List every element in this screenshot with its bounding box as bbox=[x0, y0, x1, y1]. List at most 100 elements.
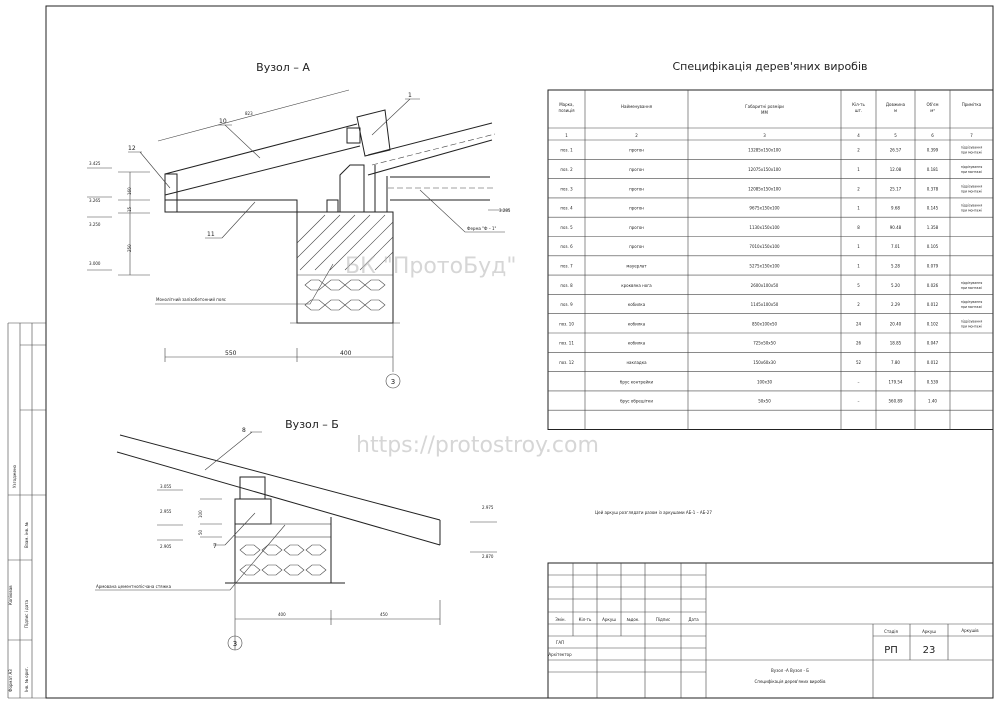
spec-cell: 2600x100x50 bbox=[751, 283, 779, 288]
spec-cell: 2 bbox=[857, 302, 860, 307]
spec-cell: 7.80 bbox=[891, 360, 900, 365]
spec-cell: прогон bbox=[629, 244, 644, 249]
spec-cell: 0.012 bbox=[927, 360, 939, 365]
drawing-title-2: Специфікація дерев'яних виробів bbox=[755, 679, 827, 684]
dim-15: 15 bbox=[127, 206, 132, 212]
format-label: Формат А3 bbox=[8, 669, 13, 692]
spec-cell: 5275x150x100 bbox=[749, 263, 780, 268]
spec-cell: брус контрейки bbox=[620, 379, 654, 384]
spec-cell: кобилка bbox=[628, 302, 646, 307]
spec-cell: 0.026 bbox=[927, 283, 939, 288]
spec-cell: 1145x100x50 bbox=[751, 302, 779, 307]
spec-cell: 0.181 bbox=[927, 167, 939, 172]
level-3000: 3.000 bbox=[89, 261, 101, 266]
label-pos-11: 11 bbox=[207, 231, 215, 238]
spec-cell: 0.047 bbox=[927, 341, 939, 346]
axis-3-b: 3 bbox=[233, 640, 237, 648]
role-gap: ГАП bbox=[556, 640, 564, 645]
spec-cell: поз. 3 bbox=[560, 186, 573, 191]
title-block-col-label: №док. bbox=[626, 617, 639, 622]
spec-cell: прогон bbox=[629, 148, 644, 153]
spec-cell: 25.17 bbox=[890, 186, 902, 191]
spec-cell: 2.29 bbox=[891, 302, 900, 307]
spec-cell: поз. 6 bbox=[560, 244, 573, 249]
spec-row: поз. 3 прогон 12085x150x100 2 25.17 0.378 підр… bbox=[560, 184, 982, 193]
spec-cell: 100x30 bbox=[757, 379, 773, 384]
plate-11 bbox=[164, 199, 298, 213]
spec-cell: 1 bbox=[857, 206, 860, 211]
sheet-value: 23 bbox=[923, 645, 936, 656]
spec-cell: 1130x150x100 bbox=[749, 225, 780, 230]
agreed-label: Узгоджено bbox=[12, 464, 17, 488]
spec-cell: 1.40 bbox=[928, 399, 937, 404]
spec-col-number: 6 bbox=[931, 133, 934, 138]
level-2870: 2.870 bbox=[482, 554, 494, 559]
purlin-1 bbox=[356, 109, 391, 157]
truss-label: Ферма "Ф – 1" bbox=[467, 226, 497, 231]
spec-cell: 1 bbox=[857, 244, 860, 249]
spec-cell: 0.012 bbox=[927, 302, 939, 307]
spec-cell: прогон bbox=[629, 225, 644, 230]
spec-cell: кобилка bbox=[628, 341, 646, 346]
spec-cell: поз. 11 bbox=[559, 341, 574, 346]
dim-100: 100 bbox=[198, 510, 203, 518]
spec-col-number: 5 bbox=[894, 133, 897, 138]
spec-cell: 179.54 bbox=[889, 379, 903, 384]
title-block-col-label: Підпис bbox=[656, 617, 670, 622]
node-a-drawing: Вузол – А 823 550 400 160 15 250 3.425 3… bbox=[87, 61, 511, 389]
dim-550: 550 bbox=[225, 350, 237, 357]
side-strip: Узгоджено Взам. інв. № Підпис і дата Інв… bbox=[7, 322, 46, 699]
spec-cell: 2 bbox=[857, 186, 860, 191]
spec-col-number: 7 bbox=[970, 133, 973, 138]
label-pos-12: 12 bbox=[128, 145, 136, 152]
dim-250: 250 bbox=[127, 244, 132, 252]
sheet-label: Аркуш bbox=[922, 629, 936, 634]
spec-cell: мауерлат bbox=[626, 263, 647, 268]
level-2955: 2.955 bbox=[160, 509, 172, 514]
spec-cell: 0.145 bbox=[927, 206, 939, 211]
screed-label: Армована цементнопісчана стяжка bbox=[96, 584, 172, 589]
spec-cell: 0.378 bbox=[927, 186, 939, 191]
belt-label: Монолітний залізобетонний пояс bbox=[156, 297, 226, 302]
spec-cell: 1 bbox=[857, 167, 860, 172]
spec-cell: 13285x150x100 bbox=[748, 148, 781, 153]
spec-col-number: 4 bbox=[857, 133, 860, 138]
spec-cell: 50x50 bbox=[758, 399, 771, 404]
inv-orig-label: Інв. № ориг. bbox=[24, 667, 29, 692]
spec-col-number: 2 bbox=[635, 133, 638, 138]
level-3055: 3.055 bbox=[160, 484, 172, 489]
rafter-10 bbox=[164, 123, 361, 196]
spec-cell: поз. 7 bbox=[560, 263, 573, 268]
watermark-url: https://protostroy.com bbox=[356, 433, 599, 458]
spec-cell: 12085x150x100 bbox=[748, 186, 781, 191]
dim-823: 823 bbox=[245, 111, 253, 116]
sign-date-label: Підпис і дата bbox=[24, 600, 29, 629]
node-a-title: Вузол – А bbox=[256, 61, 310, 74]
spec-cell: поз. 4 bbox=[560, 206, 573, 211]
spec-cell: – bbox=[858, 379, 860, 384]
spec-cell: 1.358 bbox=[927, 225, 939, 230]
level-3250: 3.250 bbox=[89, 222, 101, 227]
spec-cell: 1 bbox=[857, 263, 860, 268]
spec-cell: 0.539 bbox=[927, 379, 939, 384]
spec-cell: 7010x150x100 bbox=[749, 244, 780, 249]
level-3425: 3.425 bbox=[89, 161, 101, 166]
spec-cell: прогон bbox=[629, 186, 644, 191]
